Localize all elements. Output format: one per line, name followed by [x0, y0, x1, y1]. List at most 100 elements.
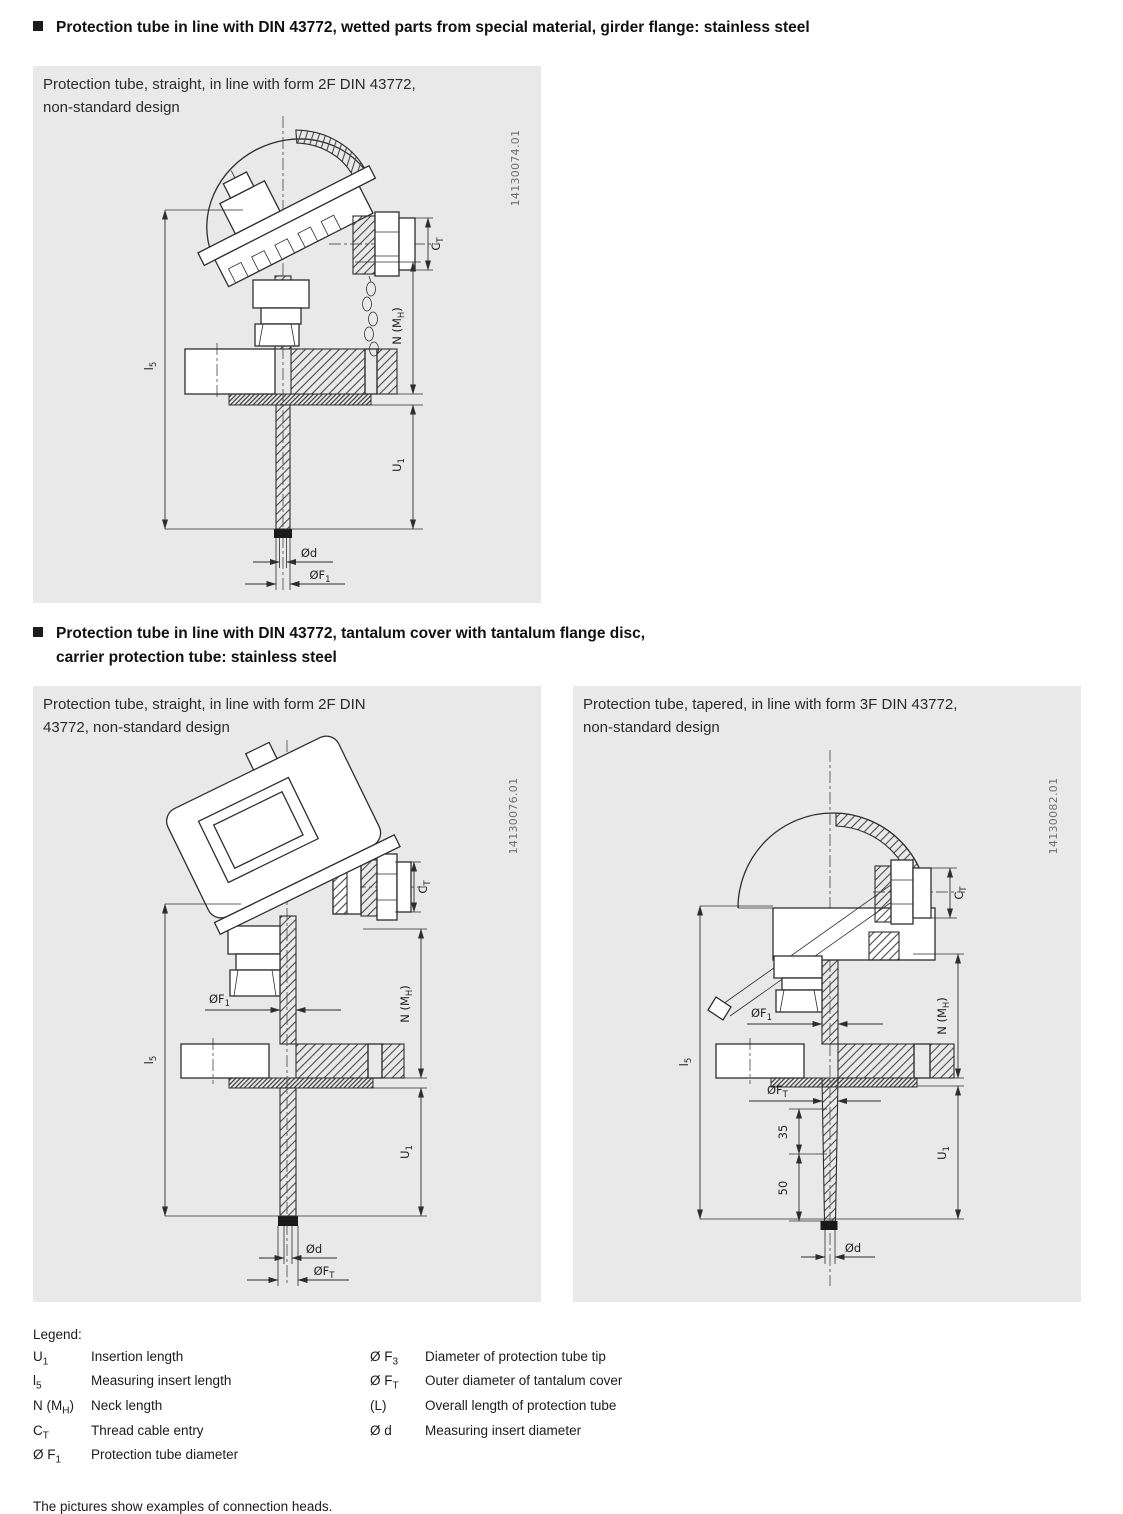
figure-2-title-line1: Protection tube, straight, in line with …	[43, 696, 366, 714]
neck-assembly	[773, 955, 839, 1045]
centerlines	[282, 116, 439, 593]
legend-symbol: U1	[33, 1348, 49, 1368]
tapered-protection-tube	[820, 1077, 839, 1231]
cable-gland	[360, 853, 412, 921]
dimension-neck-length: N (MH)	[355, 261, 421, 395]
dimension-f1: ØF1	[205, 992, 341, 1014]
dimension-ft: ØFT	[749, 1083, 881, 1105]
legend-row: l5 Measuring insert length	[33, 1370, 370, 1395]
legend-desc: Insertion length	[91, 1348, 184, 1364]
legend-row: Ø F1 Protection tube diameter	[33, 1444, 370, 1469]
dim-label-n: N (MH)	[390, 307, 407, 345]
connection-head	[707, 812, 936, 1021]
legend-symbol: N (MH)	[33, 1398, 74, 1417]
legend-symbol: (L)	[370, 1398, 387, 1414]
legend-left-column: U1 Insertion length l5 Measuring insert le…	[33, 1346, 370, 1469]
dimension-ct: CT	[931, 867, 969, 919]
section-1-header: Protection tube in line with DIN 43772, …	[33, 16, 1123, 40]
dim-label-35: 35	[776, 1125, 790, 1140]
figure-2-title: Protection tube, straight, in line with …	[43, 694, 533, 739]
figure-2-box: Protection tube, straight, in line with …	[33, 686, 541, 1303]
figure-3-title-line1: Protection tube, tapered, in line with f…	[583, 696, 958, 714]
legend-desc: Measuring insert diameter	[425, 1422, 582, 1438]
girder-flange	[184, 343, 423, 406]
dimension-50: 50	[776, 1153, 827, 1222]
dim-label-d: Ød	[845, 1241, 861, 1255]
connection-head	[165, 735, 401, 936]
tantalum-flange	[180, 1038, 427, 1089]
image-id-label: 14130074.01	[509, 130, 522, 207]
legend-columns: U1 Insertion length l5 Measuring insert le…	[33, 1346, 1123, 1469]
footer-note: The pictures show examples of connection…	[33, 1499, 333, 1514]
dim-label-n: N (MH)	[935, 997, 952, 1035]
section-2-title: Protection tube in line with DIN 43772, …	[56, 622, 645, 670]
legend-desc: Protection tube diameter	[91, 1447, 239, 1463]
legend-row: CT Thread cable entry	[33, 1420, 370, 1445]
figure-1-title-line1: Protection tube, straight, in line with …	[43, 76, 416, 94]
chain	[362, 275, 379, 357]
figure-1-title-line2: non-standard design	[43, 98, 180, 116]
legend-heading: Legend:	[33, 1327, 82, 1343]
section-2-title-line1: Protection tube in line with DIN 43772, …	[56, 625, 646, 643]
dim-label-l5: l5	[677, 1058, 694, 1067]
figure-3-title: Protection tube, tapered, in line with f…	[583, 694, 1073, 739]
dimension-l5: l5	[142, 209, 423, 530]
dimension-ct: CT	[395, 861, 433, 913]
tantalum-flange	[715, 1038, 964, 1088]
dim-label-u1: U1	[935, 1146, 952, 1160]
figure-3-box: Protection tube, tapered, in line with f…	[573, 686, 1081, 1303]
figure-row: Protection tube, straight, in line with …	[33, 686, 1123, 1303]
legend-desc: Neck length	[91, 1398, 163, 1414]
dimension-u1: U1	[398, 1087, 424, 1217]
figure-3-drawing: CT ØF1 ØFT 35	[677, 750, 1060, 1287]
legend-row: N (MH) Neck length	[33, 1395, 370, 1420]
dim-label-n: N (MH)	[398, 985, 415, 1023]
legend-row: Ø FT Outer diameter of tantalum cover	[370, 1370, 1123, 1395]
dimension-l5: l5	[142, 903, 427, 1217]
figure-1-title: Protection tube, straight, in line with …	[43, 74, 533, 119]
dimension-d: Ød	[801, 1230, 875, 1265]
legend-desc: Measuring insert length	[91, 1373, 232, 1389]
figure-2-title-line2: 43772, non-standard design	[43, 718, 230, 736]
legend-symbol: l5	[33, 1373, 42, 1393]
legend-row: (L)Overall length of protection tube	[370, 1395, 1123, 1420]
dimension-neck-length: N (MH)	[913, 953, 964, 1079]
figure-1-drawing: CT l5 N (MH) U1 Ød	[142, 116, 522, 593]
dimension-35: 35	[776, 1108, 827, 1155]
legend-desc: Outer diameter of tantalum cover	[425, 1373, 623, 1389]
section-2-header: Protection tube in line with DIN 43772, …	[33, 622, 1123, 670]
legend-symbol: Ø FT	[370, 1373, 399, 1393]
legend-symbol: Ø F3	[370, 1348, 399, 1368]
dim-label-d: Ød	[301, 546, 317, 560]
neck-assembly	[227, 915, 297, 1045]
dim-label-ct: CT	[429, 237, 446, 251]
dim-label-50: 50	[776, 1181, 790, 1196]
dim-label-l5: l5	[142, 362, 159, 371]
dimension-f1: ØF1	[245, 538, 345, 591]
figure-1-box: Protection tube, straight, in line with …	[33, 66, 541, 604]
dim-label-ft: ØFT	[767, 1083, 789, 1100]
dim-label-d: Ød	[306, 1242, 322, 1256]
dim-label-ct: CT	[952, 886, 969, 900]
legend-symbol: Ø F1	[33, 1447, 62, 1467]
dimension-ft: ØFT	[247, 1226, 349, 1287]
figure-3-title-line2: non-standard design	[583, 718, 720, 736]
dimension-l5: l5	[677, 905, 964, 1220]
legend-symbol: CT	[33, 1422, 49, 1442]
dimension-d: Ød	[253, 538, 333, 569]
dimension-u1: U1	[390, 404, 416, 530]
dim-label-l5: l5	[142, 1056, 159, 1065]
dim-label-ft: ØFT	[314, 1264, 336, 1281]
protection-tube	[278, 1087, 298, 1227]
dimension-d: Ød	[259, 1226, 337, 1265]
legend-desc: Thread cable entry	[91, 1422, 204, 1438]
dim-label-f1: ØF1	[209, 992, 230, 1009]
dim-label-f1: ØF1	[751, 1006, 772, 1023]
dimension-ct: CT	[407, 217, 446, 271]
cable-gland	[874, 859, 932, 925]
dim-label-ct: CT	[416, 880, 433, 894]
